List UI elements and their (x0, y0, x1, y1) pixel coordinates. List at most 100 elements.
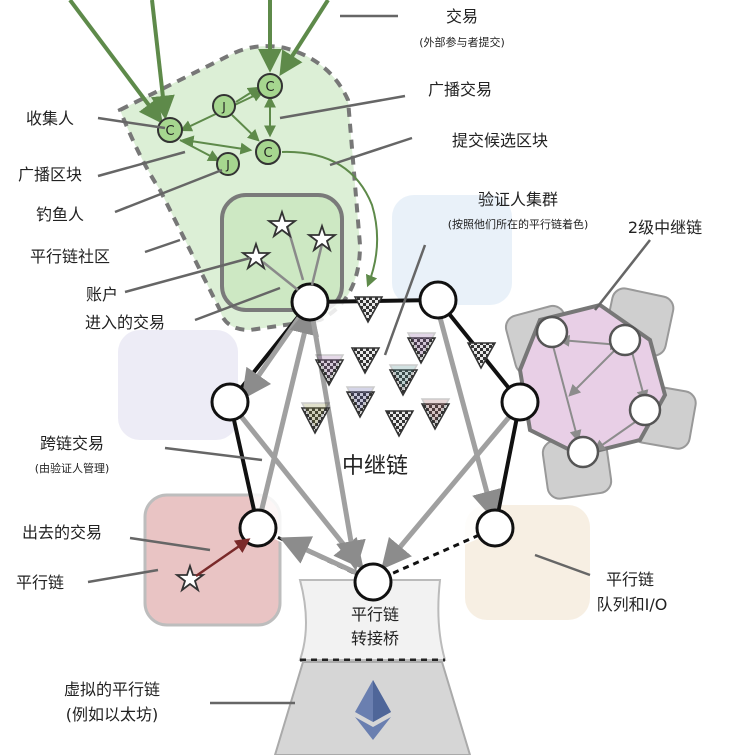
relay-chain-node (475, 508, 515, 548)
validator-triangle (388, 369, 419, 397)
collator-node: C (255, 139, 281, 165)
label-queue-io: 队列和I/O (597, 595, 668, 614)
validator-triangle (350, 347, 381, 375)
label-virtual-parachain-example: (例如以太坊) (66, 705, 159, 724)
second-relay-node (566, 435, 600, 469)
leader-line-second-relay (594, 239, 651, 311)
label-parachain-queue: 平行链 (606, 570, 654, 589)
outgoing-tx-arrow (195, 538, 251, 578)
broadcast-arrow (231, 114, 260, 142)
account-link (262, 261, 299, 291)
label-account: 账户 (86, 285, 118, 304)
label-validator-group: 验证人集群 (478, 190, 558, 209)
second-relay-arrow-3 (631, 351, 649, 403)
label-collator: 收集人 (26, 109, 74, 128)
label-second-relay: 2级中继链 (628, 218, 702, 237)
account-star-icon (306, 223, 338, 253)
incoming-tx-arrow (150, 0, 175, 120)
account-star-icon (266, 209, 298, 239)
leader-line-parachain (87, 568, 159, 584)
leader-line-broadcast-tx (279, 94, 406, 120)
leader-line-outgoing-tx (129, 536, 211, 552)
outgoing-star-icon (174, 563, 206, 593)
label-cross-chain: 跨链交易 (40, 434, 104, 453)
leader-line-parachain-community (144, 238, 181, 254)
incoming-tx-arrow (279, 0, 330, 77)
validator-tint (314, 354, 345, 382)
label-cross-chain-sub: (由验证人管理) (35, 461, 110, 475)
candidate-block-arrow (281, 150, 379, 288)
second-relay-arrow-5 (568, 344, 621, 397)
label-bridge-2: 转接桥 (351, 629, 399, 648)
collator-node: C (157, 117, 183, 143)
validator-tint (388, 364, 419, 392)
validator-triangle (384, 410, 415, 438)
broadcast-arrow (235, 86, 261, 103)
second-relay-node (628, 393, 662, 427)
validator-tint (406, 332, 437, 360)
collator-node: C (257, 73, 283, 99)
parachain-ghost-blue (392, 195, 512, 305)
svg-text:C: C (165, 124, 174, 139)
validator-triangle (420, 403, 451, 431)
ethereum-icon (355, 680, 391, 740)
second-relay-node (608, 323, 642, 357)
svg-text:J: J (225, 158, 230, 172)
broadcast-arrow (179, 139, 221, 162)
account-link (310, 243, 324, 286)
label-submit-candidate: 提交候选区块 (452, 131, 548, 150)
svg-text:C: C (263, 146, 272, 161)
validator-triangle (353, 296, 384, 324)
fisherman-node: J (216, 152, 240, 176)
validator-tint (420, 398, 451, 426)
label-bridge-1: 平行链 (351, 605, 399, 624)
leader-line-collator (97, 116, 166, 130)
leader-line-queue (534, 553, 591, 577)
label-virtual-parachain: 虚拟的平行链 (64, 680, 160, 699)
label-parachain: 平行链 (16, 573, 64, 592)
parachain-ghost-violet (118, 330, 238, 440)
cross-chain-arrow (307, 301, 366, 571)
cross-chain-arrow (230, 403, 364, 570)
validator-triangle (406, 337, 437, 365)
relay-chain-node (210, 382, 250, 422)
validator-triangle (345, 391, 376, 419)
second-relay-arrow-4 (593, 419, 639, 452)
relay-chain-node (353, 562, 393, 602)
leader-line-fisherman (114, 168, 223, 214)
label-transactions: 交易 (446, 7, 478, 26)
leader-line-broadcast-block (97, 150, 186, 178)
broadcast-arrow (181, 135, 253, 155)
label-transactions-sub: (外部参与者提交) (419, 35, 505, 49)
leader-line-cross-chain (164, 446, 263, 462)
validator-tint (345, 386, 376, 414)
second-relay-arrow-2 (551, 341, 582, 443)
relay-chain-dash-right (372, 526, 496, 584)
relay-chain-node (238, 508, 278, 548)
relay-chain-node (290, 282, 330, 322)
validator-triangle (314, 359, 345, 387)
validator-triangle (466, 342, 497, 370)
leader-line-submit-candidate (329, 136, 413, 167)
svg-text:C: C (265, 80, 274, 95)
label-fisherman: 钓鱼人 (36, 205, 84, 224)
cross-chain-arrow (255, 304, 319, 526)
incoming-tx-arrow (68, 0, 163, 124)
label-broadcast-tx: 广播交易 (428, 80, 492, 99)
leader-line-validator-group (383, 244, 427, 356)
label-parachain-community: 平行链社区 (30, 247, 110, 266)
cross-chain-arrow (435, 309, 502, 521)
svg-text:J: J (221, 100, 226, 114)
cross-chain-arrow (381, 408, 517, 570)
validator-triangle (300, 407, 331, 435)
relay-chain-node (500, 382, 540, 422)
label-relay-chain: 中继链 (342, 454, 408, 479)
label-validator-group-sub: (按照他们所在的平行链着色) (448, 217, 589, 231)
validator-tint (300, 402, 331, 430)
label-outgoing-tx: 出去的交易 (22, 523, 102, 542)
leader-line-account (124, 256, 251, 294)
label-inbound-tx: 进入的交易 (85, 313, 165, 332)
leader-line-inbound-tx (194, 286, 281, 322)
relay-chain-node (418, 280, 458, 320)
